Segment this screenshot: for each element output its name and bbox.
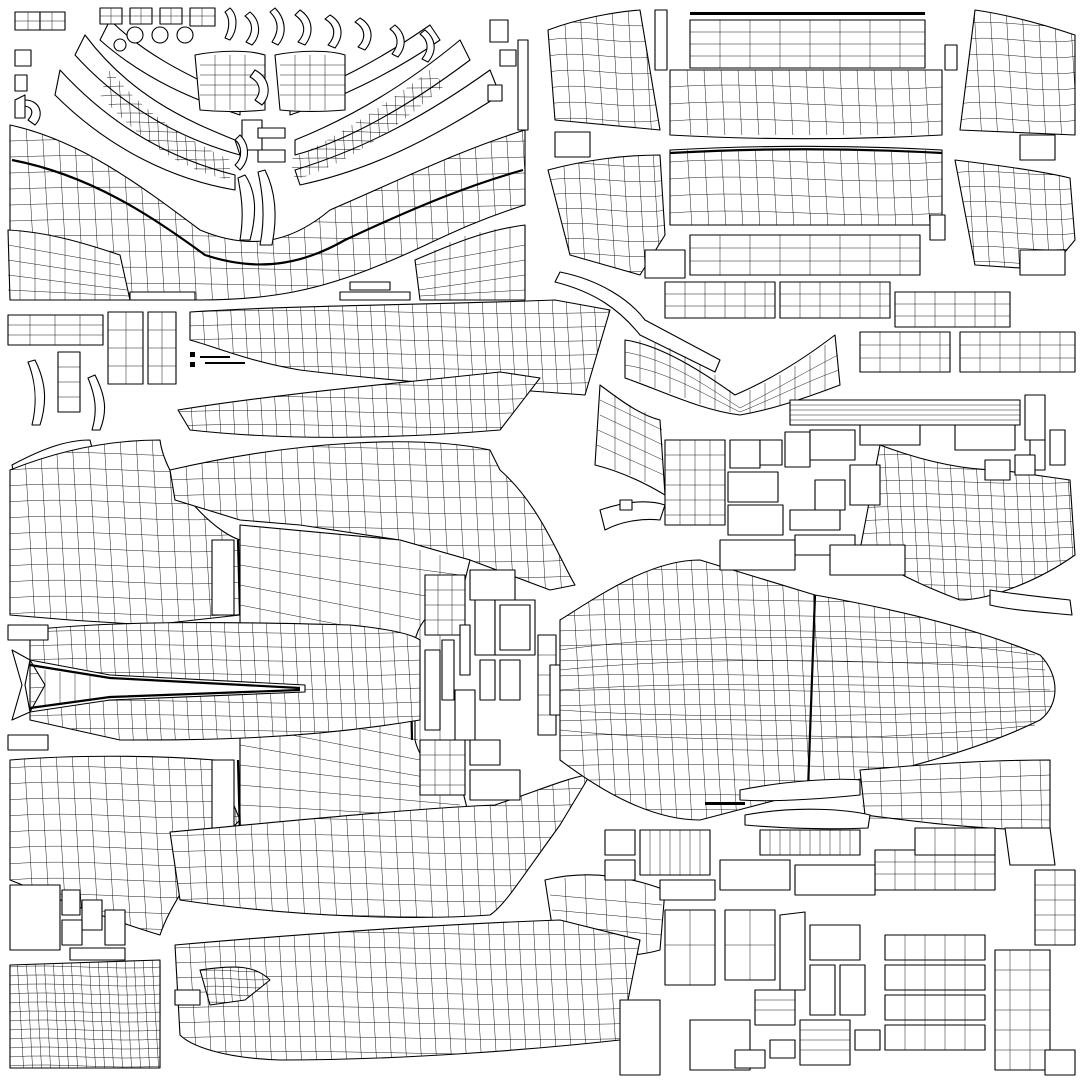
uv-island-bottom-long-panel: [174, 919, 641, 1061]
uv-island-small-parts-center: [419, 569, 561, 801]
uv-island-top-right-panels: [547, 9, 1076, 279]
wireframe-grid-lines: [860, 445, 1075, 600]
uv-island-small-parts-top-left: [14, 7, 529, 171]
wireframe-grid-lines: [548, 155, 665, 275]
uv-island-small-parts-left-mid: [7, 311, 245, 496]
uv-island-bottom-left: [9, 884, 161, 1069]
wireframe-grid-lines: [670, 70, 942, 135]
uv-island-body-upper: [169, 441, 576, 591]
wireframe-grid-lines: [200, 967, 270, 1005]
wireframe-grid-lines: [10, 960, 160, 1068]
uv-island-fins-left: [7, 224, 526, 301]
uv-island-rails-right: [554, 271, 1076, 416]
wireframe-grid-lines: [955, 160, 1075, 270]
uv-island-body-mid-band: [11, 622, 421, 741]
wireframe-grid-lines: [960, 10, 1075, 135]
uv-island-top-ribs: [54, 19, 501, 246]
uv-island-nose-lower: [705, 759, 1051, 831]
uv-island-right-wing-parts: [599, 394, 1076, 616]
uv-island-bottom-right-cluster: [604, 827, 1076, 1076]
wireframe-grid-lines: [548, 10, 660, 130]
wireframe-grid-lines: [670, 150, 942, 225]
